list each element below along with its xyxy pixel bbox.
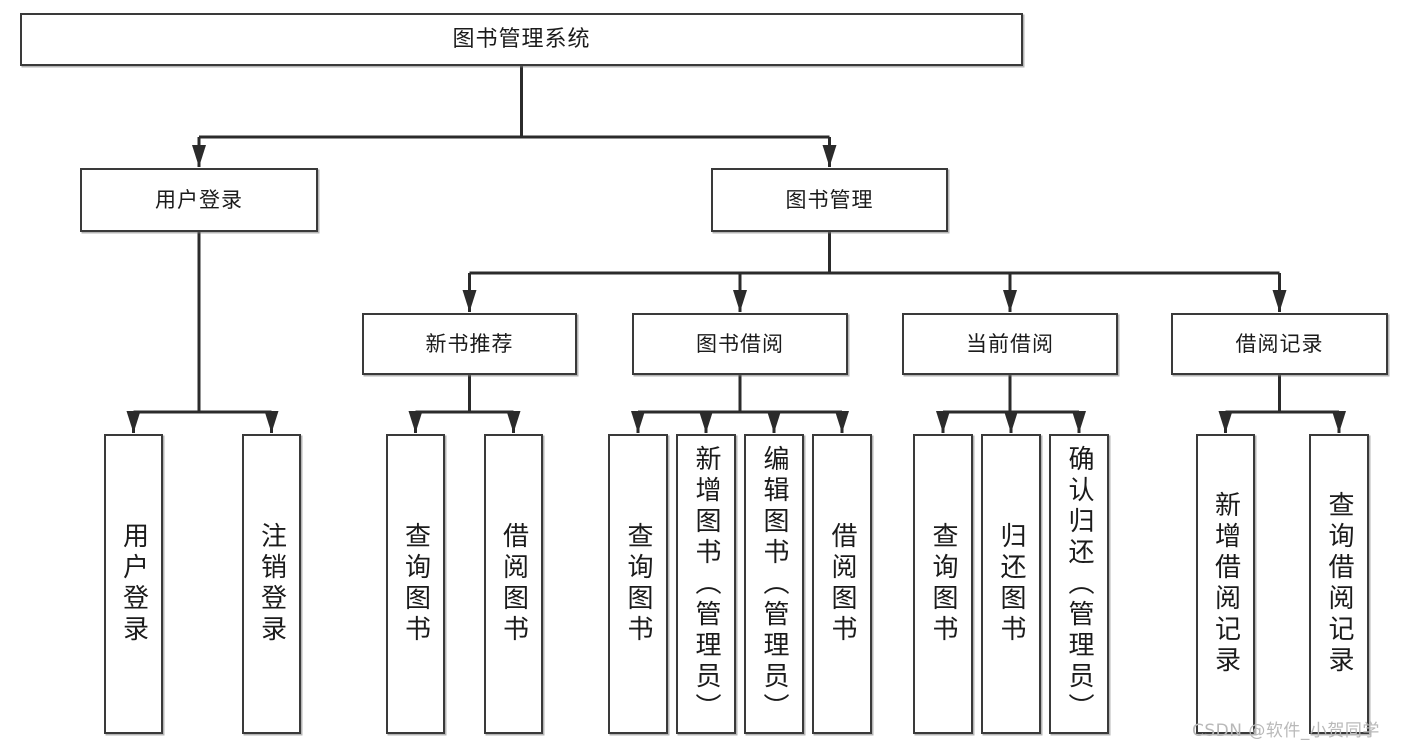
node-label: 查询图书: [928, 522, 958, 646]
node-label: 确认归还（管理员）: [1064, 444, 1094, 724]
node-leaf2[interactable]: 注销登录: [242, 434, 301, 734]
node-label: 新书推荐: [425, 331, 514, 356]
node-leaf1[interactable]: 用户登录: [104, 434, 163, 734]
node-label: 借阅图书: [498, 522, 529, 646]
node-label: 当前借阅: [966, 331, 1054, 356]
node-leaf10[interactable]: 归还图书: [981, 434, 1041, 734]
node-leaf11[interactable]: 确认归还（管理员）: [1049, 434, 1109, 734]
node-label: 新增借阅记录: [1210, 491, 1241, 677]
node-label: 用户登录: [155, 187, 243, 212]
node-leaf4[interactable]: 借阅图书: [484, 434, 543, 734]
node-label: 借阅图书: [827, 522, 857, 646]
node-label: 归还图书: [996, 522, 1026, 646]
node-leaf3[interactable]: 查询图书: [386, 434, 445, 734]
node-leaf12[interactable]: 新增借阅记录: [1196, 434, 1255, 734]
node-label: 查询图书: [623, 522, 653, 646]
watermark: CSDN @软件_小贺同学: [1192, 721, 1380, 741]
node-label: 用户登录: [118, 522, 149, 646]
node-records[interactable]: 借阅记录: [1171, 313, 1388, 375]
node-label: 图书管理系统: [452, 26, 591, 52]
node-label: 查询借阅记录: [1324, 491, 1354, 677]
node-newbook[interactable]: 新书推荐: [362, 313, 577, 375]
node-current[interactable]: 当前借阅: [902, 313, 1118, 375]
node-label: 借阅记录: [1235, 331, 1324, 356]
node-leaf8[interactable]: 借阅图书: [812, 434, 872, 734]
node-leaf13[interactable]: 查询借阅记录: [1309, 434, 1369, 734]
node-leaf6[interactable]: 新增图书（管理员）: [676, 434, 736, 734]
node-leaf5[interactable]: 查询图书: [608, 434, 668, 734]
node-label: 注销登录: [256, 522, 287, 646]
node-leaf7[interactable]: 编辑图书（管理员）: [744, 434, 804, 734]
node-label: 编辑图书（管理员）: [759, 444, 789, 724]
node-bookmgmt[interactable]: 图书管理: [711, 168, 948, 232]
node-label: 图书借阅: [696, 331, 784, 356]
node-login[interactable]: 用户登录: [80, 168, 318, 232]
node-borrow[interactable]: 图书借阅: [632, 313, 848, 375]
node-label: 图书管理: [785, 187, 874, 212]
node-root[interactable]: 图书管理系统: [20, 13, 1023, 66]
node-label: 新增图书（管理员）: [691, 444, 721, 724]
node-label: 查询图书: [400, 522, 431, 646]
node-leaf9[interactable]: 查询图书: [913, 434, 973, 734]
